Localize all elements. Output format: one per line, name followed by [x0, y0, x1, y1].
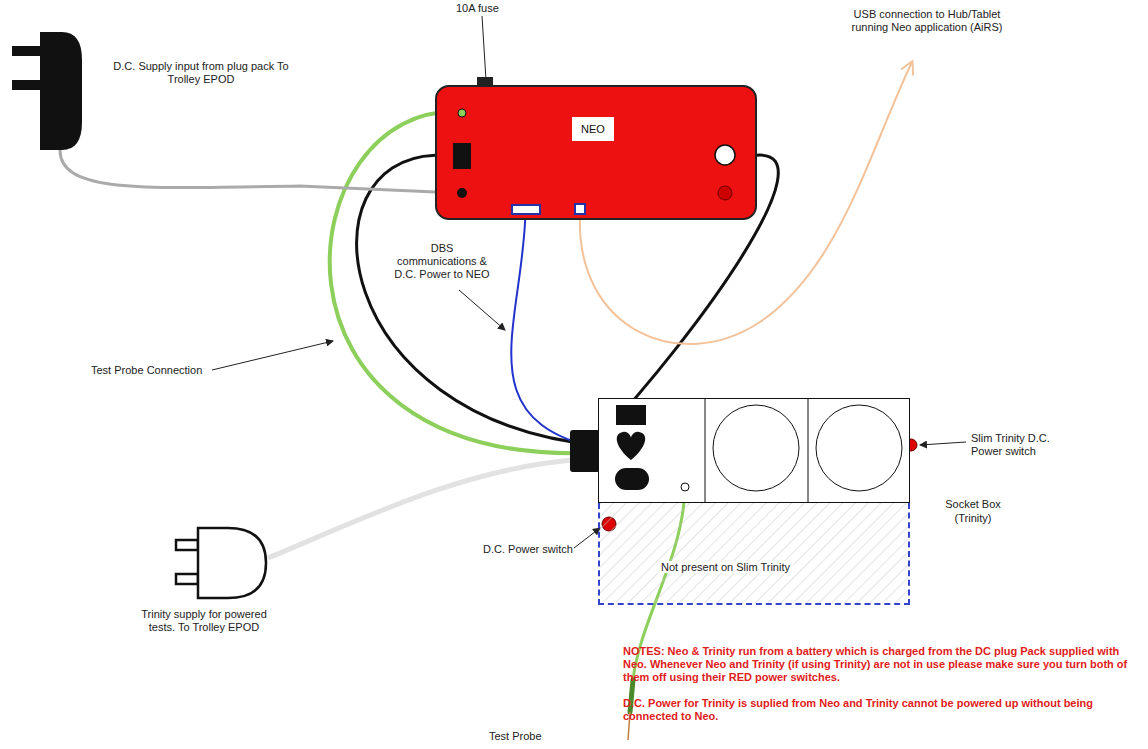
- hatching: [600, 503, 908, 603]
- note: D.C. Power for Trinity is suplied from N…: [622, 697, 1144, 723]
- region-note: Not present on Slim Trinity: [658, 561, 793, 573]
- socket-plug: [570, 430, 600, 472]
- test-probe-label: Test Probe: [488, 730, 543, 743]
- outlet: [713, 405, 799, 491]
- probe-socket: [458, 109, 466, 117]
- socket-symbol: [616, 405, 646, 425]
- note: NOTES: Neo & Trinity run from a battery …: [622, 645, 1144, 685]
- outlet: [816, 405, 902, 491]
- neo-ports: [435, 85, 757, 220]
- trinity-supply-plug: [176, 460, 572, 598]
- probe-connection-label: Test Probe Connection: [90, 364, 203, 377]
- socket-symbol: [616, 431, 645, 459]
- supply-label: D.C. Supply input from plug pack To Trol…: [100, 60, 302, 86]
- socket-box: Socket Box (Trinity): [598, 398, 910, 503]
- divider: [704, 398, 705, 503]
- hatch-fill: [600, 503, 908, 603]
- dbs-label: DBS communications & D.C. Power to NEO: [390, 242, 494, 282]
- slim-absent-region: Not present on Slim Trinity: [598, 503, 910, 605]
- dbs-wire: [511, 220, 598, 448]
- slim-switch-label: Slim Trinity D.C. Power switch: [970, 432, 1082, 458]
- box-heading: Socket Box (Trinity): [931, 497, 1015, 526]
- unit-name: NEO: [572, 117, 614, 141]
- dbs-port: [512, 205, 540, 214]
- neo-power-switch: [718, 186, 732, 200]
- socket-symbol: [615, 468, 649, 490]
- switch-label: D.C. Power switch: [482, 543, 574, 556]
- usb-label: USB connection to Hub/Tablet running Neo…: [840, 8, 1014, 34]
- socket-outlets: [598, 398, 910, 503]
- dc-jack: [457, 188, 467, 198]
- fuse: [477, 77, 493, 86]
- divider: [807, 398, 808, 503]
- white-port: [715, 145, 735, 165]
- dc-connector: [453, 143, 471, 169]
- plug-pack: [12, 32, 458, 193]
- trinity-supply-label: Trinity supply for powered tests. To Tro…: [128, 608, 280, 634]
- probe-socket: [681, 483, 689, 491]
- leader-lines: [212, 16, 966, 548]
- neo-unit: NEO: [435, 85, 757, 220]
- usb-port: [575, 204, 585, 214]
- fuse-label: 10A fuse: [455, 2, 500, 15]
